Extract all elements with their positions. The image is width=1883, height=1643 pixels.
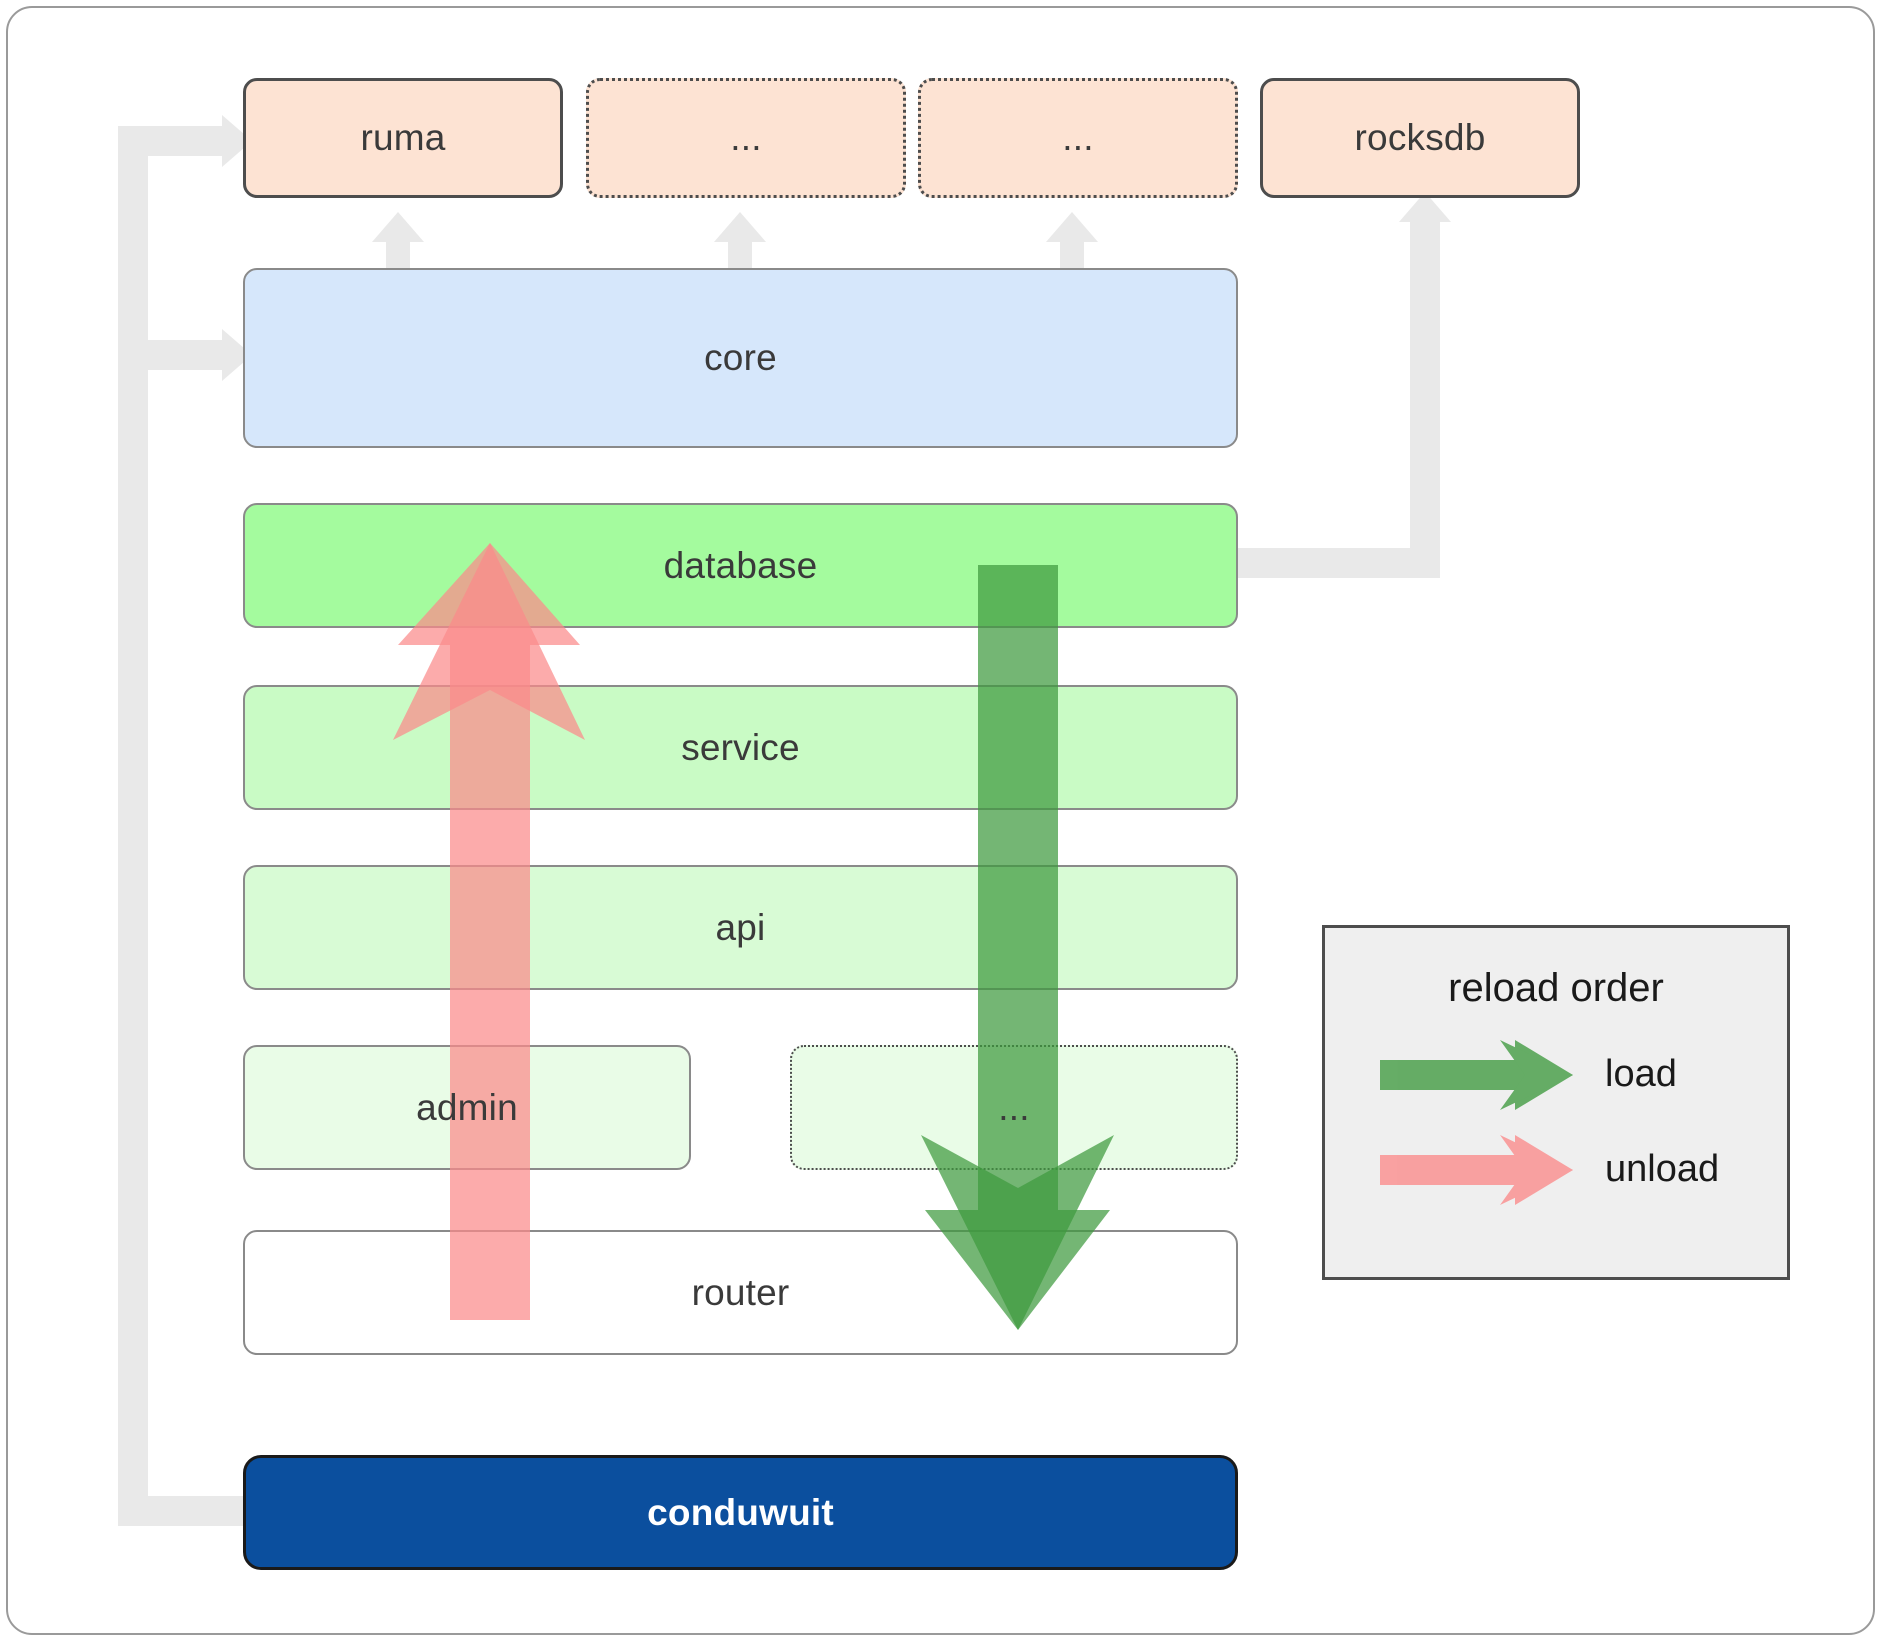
node-ellipsis-layer-label: ... <box>998 1086 1030 1128</box>
node-core[interactable]: core <box>243 268 1238 448</box>
node-rocksdb-label: rocksdb <box>1354 117 1486 158</box>
node-admin-text: admin <box>243 1045 691 1170</box>
legend-title: reload order <box>1448 966 1664 1010</box>
connector-core-to-ruma-arrow-icon <box>372 212 424 242</box>
node-ellipsis-dep-2-label: ... <box>1062 117 1094 158</box>
node-ellipsis-layer-text: ... <box>790 1045 1238 1170</box>
legend-unload-arrow-icon <box>1380 1135 1573 1205</box>
legend-load-arrow-icon <box>1380 1040 1573 1110</box>
node-service-label: service <box>681 726 800 768</box>
connector-core-to-dep1-arrow-icon <box>714 212 766 242</box>
connector-database-to-rocksdb-vertical <box>1410 222 1440 578</box>
node-router-text: router <box>243 1230 1238 1355</box>
connector-branch-core <box>118 340 228 370</box>
connector-core-to-dep2-arrow-icon <box>1046 212 1098 242</box>
node-service-text: service <box>243 685 1238 810</box>
connector-database-to-rocksdb-horizontal <box>1222 548 1440 578</box>
node-admin-label: admin <box>416 1086 518 1128</box>
node-api-label: api <box>715 906 766 948</box>
node-database-label: database <box>663 544 818 586</box>
node-ellipsis-dep-1-label: ... <box>730 117 762 158</box>
node-router-label: router <box>691 1271 790 1313</box>
connector-branch-ruma <box>118 126 228 156</box>
node-core-label: core <box>704 337 777 378</box>
connector-trunk-bottom <box>118 1496 248 1526</box>
diagram-frame <box>6 6 1875 1635</box>
connector-trunk-vertical <box>118 126 148 1526</box>
node-ruma[interactable]: ruma <box>243 78 563 198</box>
node-conduwuit-label: conduwuit <box>647 1491 834 1533</box>
legend-arrows <box>1380 1040 1573 1205</box>
node-conduwuit[interactable]: conduwuit <box>243 1455 1238 1570</box>
node-api-text: api <box>243 865 1238 990</box>
node-ellipsis-dep-2[interactable]: ... <box>918 78 1238 198</box>
legend-label-load: load <box>1605 1053 1677 1095</box>
legend-label-unload: unload <box>1605 1148 1720 1190</box>
node-rocksdb[interactable]: rocksdb <box>1260 78 1580 198</box>
node-ruma-label: ruma <box>360 117 446 158</box>
node-ellipsis-dep-1[interactable]: ... <box>586 78 906 198</box>
node-database-text: database <box>243 503 1238 628</box>
legend-panel: reload order load unload <box>1322 925 1790 1280</box>
